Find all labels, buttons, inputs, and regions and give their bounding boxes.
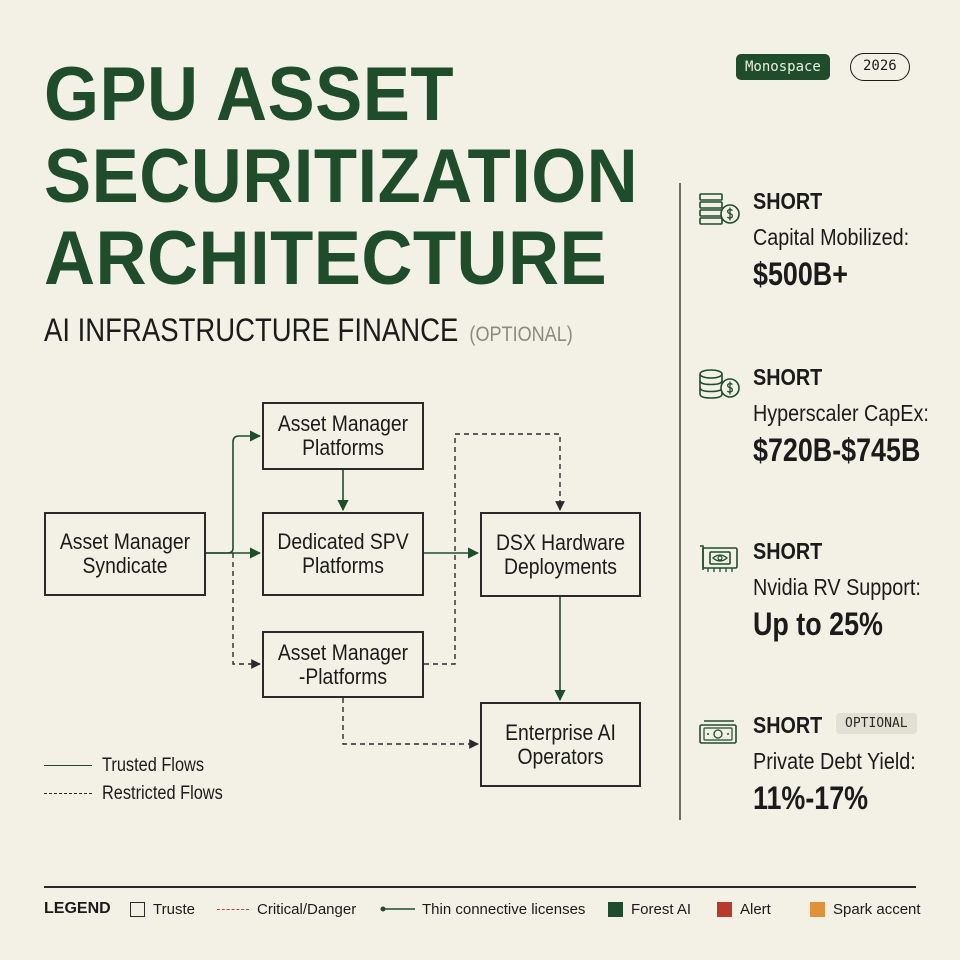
legend-label: Critical/Danger bbox=[257, 900, 357, 918]
legend-label: Spark accent bbox=[833, 900, 921, 918]
legend-item-forest-ai: Forest AI bbox=[608, 898, 691, 920]
trusted-flow-sample bbox=[44, 765, 92, 766]
stat-value: $720B-$745B bbox=[753, 432, 921, 468]
alert-swatch-icon bbox=[717, 901, 732, 917]
page-subtitle: AI INFRASTRUCTURE FINANCE (OPTIONAL) bbox=[44, 312, 573, 349]
legend-title: LEGEND bbox=[44, 900, 111, 917]
diagram-legend-restricted: Restricted Flows bbox=[44, 783, 284, 807]
legend-item-truste: Truste bbox=[130, 898, 195, 920]
node-enterprise-ai-operators: Enterprise AI Operators bbox=[480, 702, 641, 787]
server-dollar-icon bbox=[699, 193, 740, 225]
forest-swatch-icon bbox=[608, 901, 623, 917]
stat-head: SHORT bbox=[753, 188, 823, 214]
stat-hyperscaler-capex: SHORT Hyperscaler CapEx: $720B-$745B bbox=[698, 364, 938, 474]
stat-label: Nvidia RV Support: bbox=[753, 574, 921, 600]
brand-badge: Monospace bbox=[736, 54, 830, 80]
flow-am-bottom-to-enterprise bbox=[342, 698, 479, 749]
stat-capital-mobilized: SHORT Capital Mobilized: $500B+ bbox=[698, 188, 938, 298]
stat-head: SHORT bbox=[753, 712, 823, 738]
node-asset-manager-platforms-bottom: Asset Manager -Platforms bbox=[262, 631, 424, 698]
stat-head: SHORT bbox=[753, 538, 823, 564]
node-asset-manager-syndicate: Asset Manager Syndicate bbox=[44, 512, 206, 596]
restricted-flow-label: Restricted Flows bbox=[102, 783, 223, 804]
legend-label: Alert bbox=[740, 900, 771, 918]
legend-rule bbox=[44, 886, 916, 888]
subtitle-text: AI INFRASTRUCTURE FINANCE bbox=[44, 312, 459, 348]
year-badge: 2026 bbox=[850, 53, 910, 81]
stat-value: 11%-17% bbox=[753, 780, 869, 816]
flow-syndicate-to-am-bottom bbox=[232, 553, 261, 669]
connector-line-icon bbox=[380, 906, 415, 912]
legend-label: Forest AI bbox=[631, 900, 692, 918]
banknote-icon bbox=[699, 720, 737, 744]
stat-label: Capital Mobilized: bbox=[753, 224, 910, 250]
box-swatch-icon bbox=[130, 901, 145, 917]
stat-nvidia-rv-support: SHORT Nvidia RV Support: Up to 25% bbox=[698, 538, 938, 648]
node-dedicated-spv-platforms: Dedicated SPV Platforms bbox=[262, 512, 424, 596]
flow-am-bottom-to-dsx bbox=[424, 433, 565, 665]
node-asset-manager-platforms-top: Asset Manager Platforms bbox=[262, 402, 424, 470]
legend-label: Thin connective licenses bbox=[422, 900, 586, 918]
optional-pill: OPTIONAL bbox=[836, 713, 917, 734]
spark-swatch-icon bbox=[810, 901, 825, 917]
trusted-flow-label: Trusted Flows bbox=[102, 755, 205, 776]
legend-bar: LEGEND Truste Critical/Danger Thin conne… bbox=[44, 898, 921, 920]
vertical-divider bbox=[679, 183, 681, 820]
stat-label: Private Debt Yield: bbox=[753, 748, 916, 774]
diagram-legend-trusted: Trusted Flows bbox=[44, 755, 284, 779]
stat-private-debt-yield: SHORT OPTIONAL Private Debt Yield: 11%-1… bbox=[698, 712, 938, 822]
legend-item-spark-accent: Spark accent bbox=[810, 898, 921, 920]
title-line-1: GPU ASSET bbox=[44, 52, 455, 137]
stat-value: Up to 25% bbox=[753, 606, 883, 642]
node-dsx-hardware-deployments: DSX Hardware Deployments bbox=[480, 512, 641, 597]
subtitle-optional-tag: (OPTIONAL) bbox=[469, 323, 573, 346]
restricted-flow-sample bbox=[44, 793, 92, 794]
legend-item-alert: Alert bbox=[717, 898, 771, 920]
gpu-card-icon bbox=[700, 545, 738, 572]
legend-item-connective: Thin connective licenses bbox=[380, 898, 585, 920]
stat-head: SHORT bbox=[753, 364, 823, 390]
flow-syndicate-to-am-top bbox=[206, 430, 262, 554]
coins-dollar-icon bbox=[699, 369, 740, 399]
page-title: GPU ASSET SECURITIZATION ARCHITECTURE bbox=[44, 54, 638, 300]
title-line-2: SECURITIZATION bbox=[44, 134, 639, 219]
dashed-line-icon bbox=[217, 908, 249, 910]
stat-value: $500B+ bbox=[753, 256, 848, 292]
legend-label: Truste bbox=[153, 900, 195, 918]
stat-label: Hyperscaler CapEx: bbox=[753, 400, 929, 426]
legend-item-critical: Critical/Danger bbox=[217, 898, 356, 920]
title-line-3: ARCHITECTURE bbox=[44, 216, 608, 301]
